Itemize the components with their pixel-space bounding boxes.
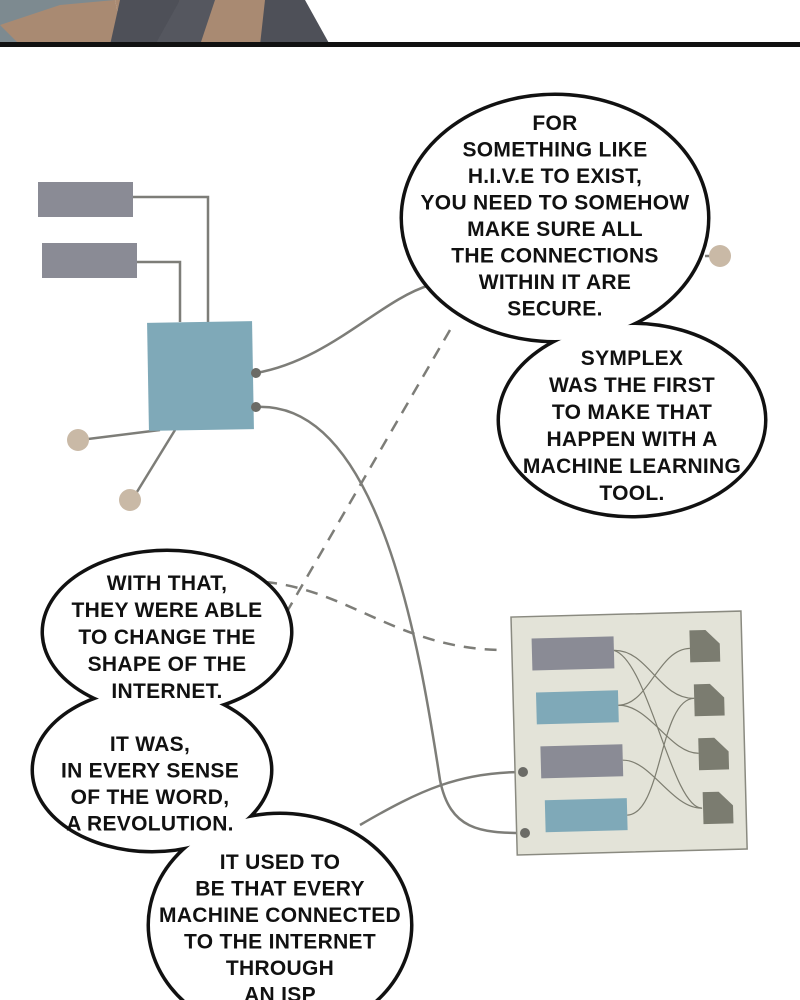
speech-text-line: TOOL. <box>599 482 664 505</box>
speech-text-line: THE CONNECTIONS <box>451 245 659 268</box>
speech-text-line: BE THAT EVERY <box>195 878 365 901</box>
speech-text-line: IT USED TO <box>220 851 340 874</box>
speech-text-line: SOMETHING LIKE <box>462 139 647 162</box>
speech-text-line: WAS THE FIRST <box>549 374 715 397</box>
speech-text-line: IN EVERY SENSE <box>61 760 239 783</box>
network-diagram <box>79 195 718 835</box>
routing-board <box>510 610 748 856</box>
speech-text-line: WITH THAT, <box>107 572 227 595</box>
speech-bubble-top <box>399 92 768 519</box>
speech-text-line: TO THE INTERNET <box>184 931 376 954</box>
node-circle <box>67 429 89 451</box>
speech-text-line: HAPPEN WITH A <box>546 428 717 451</box>
speech-text-line: SYMPLEX <box>581 347 683 370</box>
speech-text-line: FOR <box>532 112 577 135</box>
connector-dot <box>251 368 261 378</box>
speech-text-line: H.I.V.E TO EXIST, <box>468 165 642 188</box>
connector-dot <box>251 402 261 412</box>
speech-text-line: OF THE WORD, <box>71 786 230 809</box>
speech-text-line: TO MAKE THAT <box>552 401 712 424</box>
speech-text-line: TO CHANGE THE <box>78 626 255 649</box>
speech-text-line: MAKE SURE ALL <box>467 218 643 241</box>
server-bar <box>42 243 137 278</box>
speech-bubble-bottom <box>30 548 414 1000</box>
speech-text-line: MACHINE LEARNING <box>523 455 741 478</box>
speech-text-line: SECURE. <box>507 298 602 321</box>
server-bar <box>38 182 133 217</box>
previous-panel-strip <box>0 0 800 47</box>
connector-dot <box>518 767 528 777</box>
speech-text-line: THROUGH <box>226 957 334 980</box>
speech-text-line: A REVOLUTION. <box>66 813 234 836</box>
speech-text-line: SHAPE OF THE <box>88 653 247 676</box>
speech-text-line: THEY WERE ABLE <box>72 599 263 622</box>
node-circle <box>119 489 141 511</box>
node-circle <box>709 245 731 267</box>
speech-text-line: YOU NEED TO SOMEHOW <box>421 192 690 215</box>
connector-dot <box>520 828 530 838</box>
speech-text-line: WITHIN IT ARE <box>479 271 631 294</box>
speech-text-line: INTERNET. <box>111 680 222 703</box>
network-hub <box>147 321 254 431</box>
speech-text-line: IT WAS, <box>110 733 190 756</box>
speech-text-line: MACHINE CONNECTED <box>159 904 401 927</box>
speech-text-line: AN ISP <box>244 984 316 1000</box>
